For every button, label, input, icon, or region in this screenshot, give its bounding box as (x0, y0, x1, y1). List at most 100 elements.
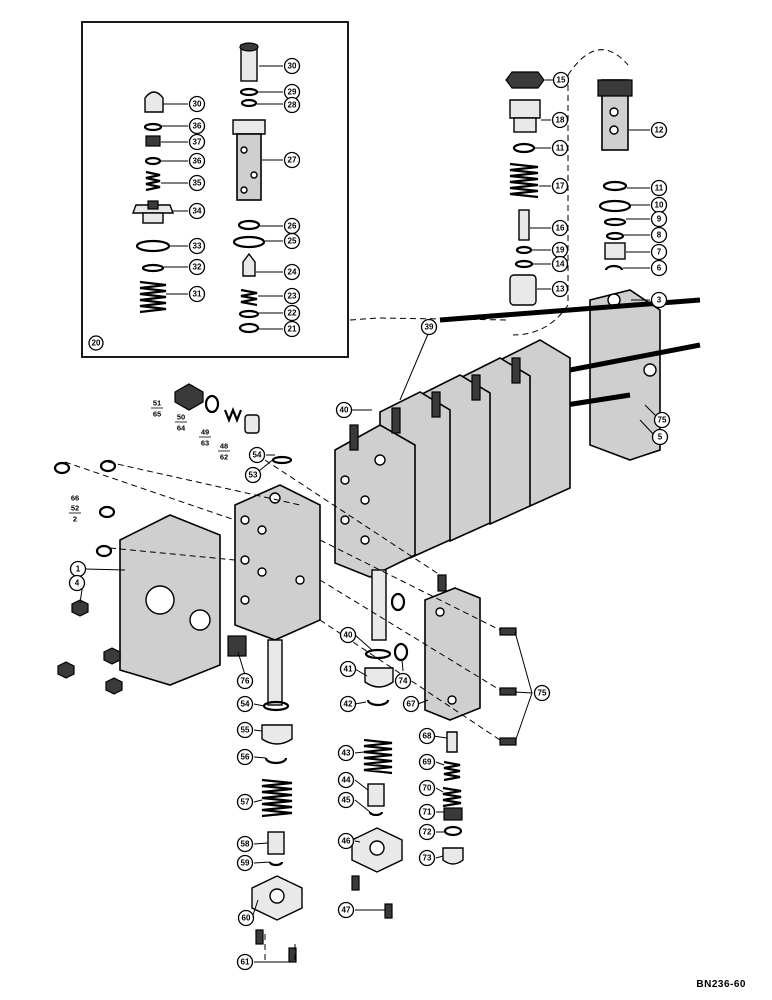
callout-number: 58 (241, 840, 250, 849)
callout-number: 29 (288, 88, 297, 97)
stack-label-66: 66 (71, 494, 79, 503)
callout-circle (188, 285, 206, 303)
inset-right-column-parts (232, 42, 266, 334)
callout-circle (283, 57, 301, 75)
callout-number: 15 (557, 76, 566, 85)
stack-label-63: 63 (201, 439, 209, 448)
callout-number: 28 (288, 101, 297, 110)
callout-circle (188, 117, 206, 135)
callout-c5: 5 (651, 428, 669, 446)
callout-c24: 24 (283, 263, 301, 281)
stack-label-62: 62 (220, 453, 228, 462)
callout-circle (418, 727, 436, 745)
callout-number: 40 (340, 406, 349, 415)
callout-circle (551, 280, 569, 298)
callout-number: 47 (342, 906, 351, 915)
callout-number: 11 (556, 144, 565, 153)
callout-circle (188, 202, 206, 220)
callout-c72: 72 (418, 823, 436, 841)
stacked-label-66-52-2: 66 52 2 (69, 494, 81, 524)
callout-c13: 13 (551, 280, 569, 298)
inset-label-text: 20 (92, 339, 101, 348)
callout-c55: 55 (236, 721, 254, 739)
callout-number: 54 (253, 451, 262, 460)
callout-circle (339, 695, 357, 713)
stack-label-48: 48 (220, 442, 228, 451)
callout-number: 56 (241, 753, 250, 762)
callout-circle (339, 626, 357, 644)
callout-circle (552, 71, 570, 89)
callout-circle (283, 304, 301, 322)
callout-circle (651, 428, 669, 446)
callout-circle (283, 96, 301, 114)
callout-c75b: 75 (533, 684, 551, 702)
callout-c75a: 75 (653, 411, 671, 429)
callout-c58: 58 (236, 835, 254, 853)
callout-circle (236, 854, 254, 872)
stack-label-51: 51 (153, 399, 161, 408)
lower-left-parts (251, 700, 303, 963)
callout-number: 30 (193, 100, 202, 109)
callout-number: 35 (193, 179, 202, 188)
callout-circle (533, 684, 551, 702)
callout-circle (551, 177, 569, 195)
callout-circle (236, 835, 254, 853)
callout-number: 32 (193, 263, 202, 272)
callout-c30b: 30 (188, 95, 206, 113)
callout-c11a: 11 (551, 139, 569, 157)
callout-c7: 7 (650, 243, 668, 261)
callout-c42: 42 (339, 695, 357, 713)
callout-c47: 47 (337, 901, 355, 919)
callout-circle (650, 291, 668, 309)
inset-left-column-parts (131, 91, 175, 314)
callout-number: 39 (425, 323, 434, 332)
callout-circle (418, 779, 436, 797)
callout-c27: 27 (283, 151, 301, 169)
lower-middle-parts (351, 592, 409, 919)
callout-c40a: 40 (335, 401, 353, 419)
callout-c36a: 36 (188, 117, 206, 135)
callout-number: 68 (423, 732, 432, 741)
callout-circle (236, 793, 254, 811)
callout-number: 4 (75, 579, 80, 588)
callout-c43: 43 (337, 744, 355, 762)
callout-c14: 14 (551, 255, 569, 273)
callout-c25: 25 (283, 232, 301, 250)
callout-number: 45 (342, 796, 351, 805)
callout-circle (650, 121, 668, 139)
callout-circle (335, 401, 353, 419)
callout-c53: 53 (244, 466, 262, 484)
callout-c37: 37 (188, 133, 206, 151)
callout-number: 71 (423, 808, 432, 817)
callout-number: 36 (193, 157, 202, 166)
callout-circle (188, 174, 206, 192)
callout-c17: 17 (551, 177, 569, 195)
callout-circle (551, 111, 569, 129)
callout-number: 19 (556, 246, 565, 255)
callout-circle (337, 832, 355, 850)
callout-number: 74 (399, 677, 408, 686)
callout-c8: 8 (650, 226, 668, 244)
callout-number: 42 (344, 700, 353, 709)
callout-number: 46 (342, 837, 351, 846)
callout-c11b: 11 (650, 179, 668, 197)
callout-c22: 22 (283, 304, 301, 322)
valve-section-stack (334, 289, 701, 641)
callout-number: 5 (658, 433, 663, 442)
stacked-label-51-65: 51 65 (151, 399, 163, 419)
callout-c28: 28 (283, 96, 301, 114)
callout-c44: 44 (337, 771, 355, 789)
callout-number: 36 (193, 122, 202, 131)
callout-number: 27 (288, 156, 297, 165)
callout-circle (650, 243, 668, 261)
callout-c59: 59 (236, 854, 254, 872)
callout-c16: 16 (551, 219, 569, 237)
stack-label-50: 50 (177, 413, 185, 422)
callout-circle (236, 672, 254, 690)
callout-circle (337, 791, 355, 809)
assembly-lines (64, 317, 511, 960)
callout-number: 75 (658, 416, 667, 425)
callout-number: 60 (242, 914, 251, 923)
callout-number: 59 (241, 859, 250, 868)
